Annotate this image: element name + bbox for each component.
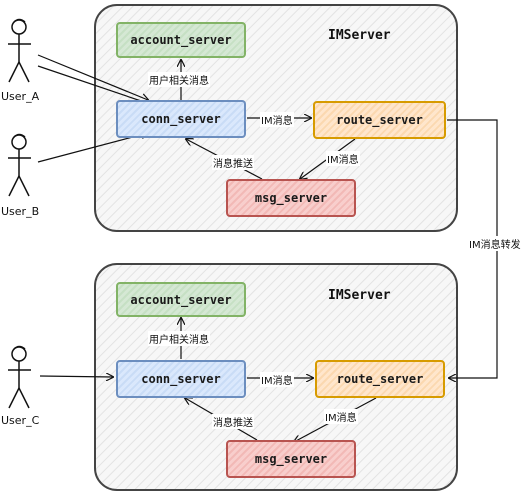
- msg-server-node-1[interactable]: msg_server: [226, 179, 356, 217]
- edge-label-msg-push-1: 消息推送: [212, 155, 254, 170]
- edge-label-user-related-2: 用户相关消息: [148, 331, 210, 346]
- route-server-node-1[interactable]: route_server: [313, 101, 446, 139]
- edge-label-im-msg-route-msg-1: IM消息: [326, 151, 360, 166]
- edge-label-im-forward: IM消息转发: [468, 236, 522, 251]
- conn-server-node-1[interactable]: conn_server: [116, 100, 246, 138]
- account-server-node-2[interactable]: account_server: [116, 282, 246, 317]
- edge-label-im-msg-conn-route-1: IM消息: [260, 112, 294, 127]
- user-a-figure: [8, 18, 31, 83]
- user-b-label: User_B: [1, 205, 40, 218]
- user-a-label: User_A: [1, 90, 40, 103]
- edge-user-a-conn-2: [37, 65, 151, 105]
- cluster-2-title: IMServer: [328, 288, 391, 303]
- conn-server-node-2[interactable]: conn_server: [116, 360, 246, 398]
- edge-user-c-conn: [39, 376, 113, 377]
- edge-label-user-related-1: 用户相关消息: [148, 72, 210, 87]
- edge-label-im-msg-conn-route-2: IM消息: [260, 372, 294, 387]
- edge-label-im-msg-route-msg-2: IM消息: [324, 409, 358, 424]
- user-c-label: User_C: [1, 414, 40, 427]
- account-server-node-1[interactable]: account_server: [116, 22, 246, 58]
- edge-user-a-conn-1: [37, 54, 148, 100]
- user-b-figure: [8, 133, 31, 197]
- msg-server-node-2[interactable]: msg_server: [226, 440, 356, 478]
- route-server-node-2[interactable]: route_server: [315, 360, 445, 398]
- edge-label-msg-push-2: 消息推送: [212, 414, 254, 429]
- user-c-figure: [8, 345, 31, 409]
- cluster-1-title: IMServer: [328, 28, 391, 43]
